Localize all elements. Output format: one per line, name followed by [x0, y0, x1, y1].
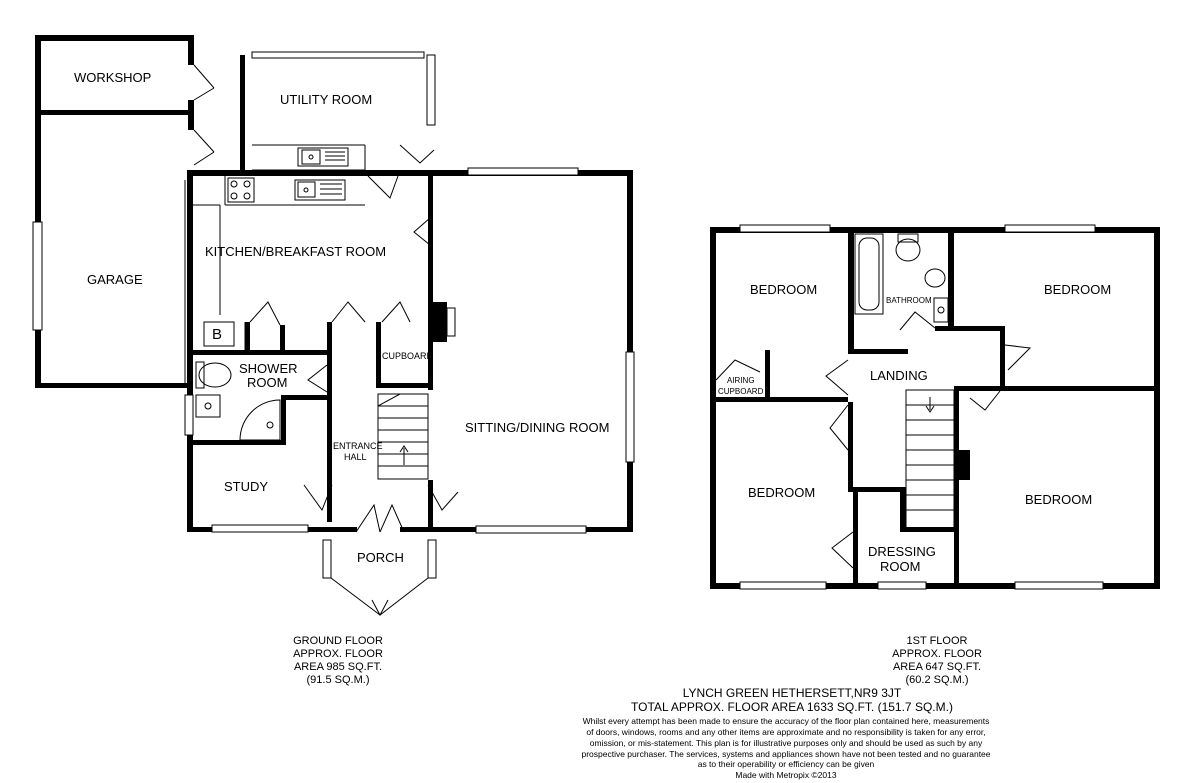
first-floor-labels: BEDROOM BATHROOM BEDROOM AIRING CUPBOARD…	[718, 282, 1111, 574]
room-label-utility-room: UTILITY ROOM	[280, 92, 372, 107]
caption-line: 1ST FLOOR	[907, 635, 968, 647]
room-label-porch: PORCH	[357, 550, 404, 565]
room-label-dressing: DRESSING	[868, 544, 936, 559]
disclaimer-line: prospective purchaser. The services, sys…	[581, 749, 990, 759]
caption-line: (91.5 SQ.M.)	[307, 674, 370, 686]
room-label-bedroom-bottom-right: BEDROOM	[1025, 492, 1092, 507]
room-label-bedroom-top-right: BEDROOM	[1044, 282, 1111, 297]
disclaimer-line: Whilst every attempt has been made to en…	[583, 716, 990, 726]
room-label-entrance: ENTRANCE	[333, 441, 383, 451]
disclaimer-line: of doors, windows, rooms and any other i…	[586, 727, 985, 737]
room-label-landing: LANDING	[870, 368, 928, 383]
room-label-bathroom: BATHROOM	[886, 296, 932, 305]
made-with-credit: Made with Metropix ©2013	[735, 770, 837, 780]
caption-line: AREA 647 SQ.FT.	[893, 661, 981, 673]
room-label-bedroom-top-left: BEDROOM	[750, 282, 817, 297]
room-label-kitchen: KITCHEN/BREAKFAST ROOM	[205, 244, 386, 259]
room-label-bedroom-bottom-left: BEDROOM	[748, 485, 815, 500]
disclaimer-line: omission, or mis-statement. This plan is…	[590, 738, 983, 748]
footer: LYNCH GREEN HETHERSETT,NR9 3JT TOTAL APP…	[581, 686, 990, 780]
room-label-hall: HALL	[344, 452, 367, 462]
caption-line: GROUND FLOOR	[293, 635, 383, 647]
first-floor-caption: 1ST FLOOR APPROX. FLOOR AREA 647 SQ.FT. …	[892, 635, 982, 686]
caption-line: (60.2 SQ.M.)	[906, 674, 969, 686]
ground-floor-labels: WORKSHOP UTILITY ROOM KITCHEN/BREAKFAST …	[74, 70, 609, 565]
caption-line: APPROX. FLOOR	[892, 648, 982, 660]
room-label-boiler: B	[212, 326, 222, 343]
disclaimer-line: as to their operability or efficiency ca…	[698, 759, 875, 769]
ground-floor-caption: GROUND FLOOR APPROX. FLOOR AREA 985 SQ.F…	[293, 635, 383, 686]
caption-line: APPROX. FLOOR	[293, 648, 383, 660]
room-label-airing-cupboard: CUPBOARD	[718, 387, 764, 396]
total-floor-area: TOTAL APPROX. FLOOR AREA 1633 SQ.FT. (15…	[631, 700, 953, 714]
caption-line: AREA 985 SQ.FT.	[294, 661, 382, 673]
property-address: LYNCH GREEN HETHERSETT,NR9 3JT	[683, 686, 902, 700]
room-label-sitting-dining: SITTING/DINING ROOM	[465, 420, 609, 435]
room-label-dressing-room: ROOM	[880, 559, 920, 574]
ground-floor-plan	[32, 35, 635, 617]
room-label-cupboard: CUPBOARD	[382, 351, 434, 361]
room-label-study: STUDY	[224, 479, 268, 494]
room-label-garage: GARAGE	[87, 272, 143, 287]
first-floor-plan	[710, 224, 1160, 590]
room-label-workshop: WORKSHOP	[74, 70, 151, 85]
room-label-shower-1: SHOWER	[239, 361, 298, 376]
room-label-airing: AIRING	[727, 376, 755, 385]
room-label-shower-2: ROOM	[247, 375, 287, 390]
